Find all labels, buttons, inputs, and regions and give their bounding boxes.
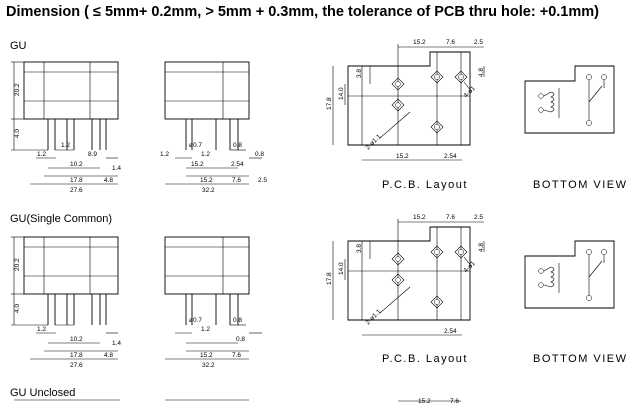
dim-front-pin-diameter: ø0.7 <box>189 142 202 149</box>
dim-pcb-4-8: 4.8 <box>478 68 485 77</box>
dim-pcb-hole-small: 2-ø1.1 <box>364 133 383 152</box>
dim-pcb-top-15-2: 15.2 <box>413 214 426 221</box>
front-view-drawing-1 <box>164 61 263 185</box>
dim-side-17-8: 17.8 <box>70 352 83 359</box>
dim-front-0-8a: 0.8 <box>233 317 242 324</box>
dim-pcb-top-7-6: 7.6 <box>446 39 455 46</box>
dim-side-10-2: 10.2 <box>70 161 83 168</box>
dim-pcb-17-8: 17.8 <box>326 272 333 285</box>
dim-side-height: 20.2 <box>14 83 21 96</box>
section-label-gu: GU <box>10 40 27 52</box>
dim-front-15-2b: 15.2 <box>200 352 213 359</box>
dim-side-1-4: 1.4 <box>112 340 121 347</box>
dim-front-15-2b: 15.2 <box>200 177 213 184</box>
dim-pcb-17-8: 17.8 <box>326 97 333 110</box>
dim-pcb-14-0: 14.0 <box>338 262 345 275</box>
dim-pcb-top-2-5: 2.5 <box>474 39 483 46</box>
dim-side-27-6: 27.6 <box>70 187 83 194</box>
dim-pcb-3-8: 3.8 <box>356 244 363 253</box>
dim-side-height: 20.2 <box>14 258 21 271</box>
dim-side-1-4: 1.4 <box>112 165 121 172</box>
pcb-layout-caption-2: P.C.B. Layout <box>382 353 468 365</box>
dim-side-17-8: 17.8 <box>70 177 83 184</box>
dim-side-pin-length: 4.0 <box>14 129 21 138</box>
dim-pcb-bottom-2-54: 2.54 <box>444 153 457 160</box>
dim-front-pin-diameter: ø0.7 <box>189 317 202 324</box>
dim-front-7-6: 7.6 <box>232 177 241 184</box>
bottom-view-caption-1: BOTTOM VIEW <box>533 179 628 191</box>
dim-pcb-top-7-6-row-3: 7.6 <box>450 398 459 404</box>
pcb-layout-caption-1: P.C.B. Layout <box>382 179 468 191</box>
dimension-labels-row-2: 20.2 4.0 1.2 10.2 1.4 17.8 4.8 27.6 ø0.7… <box>14 214 485 369</box>
pcb-layout-drawing-1 <box>332 43 485 161</box>
dim-side-27-6: 27.6 <box>70 362 83 369</box>
dim-pcb-top-7-6: 7.6 <box>446 214 455 221</box>
dim-pcb-top-15-2-row-3: 15.2 <box>418 398 431 404</box>
dim-front-0-8b: 0.8 <box>236 336 245 343</box>
dim-side-1-2b: 1.2 <box>61 142 70 149</box>
section-label-gu-unclosed: GU Unclosed <box>10 387 76 399</box>
dim-pcb-hole-small: 2-ø1.1 <box>364 308 383 327</box>
dim-pcb-top-15-2: 15.2 <box>413 39 426 46</box>
dim-front-1-2d: 1.2 <box>201 151 210 158</box>
dim-side-pin-length: 4.0 <box>14 304 21 313</box>
dim-side-8-9: 8.9 <box>88 151 97 158</box>
side-view-drawing-2 <box>10 236 119 360</box>
dim-front-0-8b: 0.8 <box>255 151 264 158</box>
dim-side-4-8: 4.8 <box>104 352 113 359</box>
dim-front-7-6: 7.6 <box>232 352 241 359</box>
dim-side-1-2a: 1.2 <box>37 326 46 333</box>
dim-pcb-top-2-5: 2.5 <box>474 214 483 221</box>
dim-front-15-2: 15.2 <box>191 161 204 168</box>
dim-front-1-2c: 1.2 <box>160 151 169 158</box>
dim-side-10-2: 10.2 <box>70 336 83 343</box>
dim-front-32-2: 32.2 <box>202 187 215 194</box>
dim-front-32-2: 32.2 <box>202 362 215 369</box>
dim-pcb-14-0: 14.0 <box>338 87 345 100</box>
dim-side-1-2a: 1.2 <box>37 151 46 158</box>
front-view-drawing-2 <box>164 236 263 360</box>
dim-front-1-2d: 1.2 <box>201 326 210 333</box>
dim-pcb-bottom-15-2: 15.2 <box>396 153 409 160</box>
bottom-view-drawing-2 <box>524 240 615 309</box>
dim-pcb-bottom-2-54: 2.54 <box>444 328 457 335</box>
dim-pcb-3-8: 3.8 <box>356 69 363 78</box>
dim-front-0-8a: 0.8 <box>233 142 242 149</box>
section-label-gu-single-common: GU(Single Common) <box>10 213 113 225</box>
dim-front-2-5: 2.5 <box>258 177 267 184</box>
page-heading: Dimension ( ≤ 5mm+ 0.2mm, > 5mm + 0.3mm,… <box>6 4 599 20</box>
dim-front-2-54: 2.54 <box>231 161 244 168</box>
side-view-drawing-1 <box>10 61 119 185</box>
dim-side-4-8: 4.8 <box>104 177 113 184</box>
pcb-layout-drawing-2 <box>332 218 485 336</box>
bottom-view-caption-2: BOTTOM VIEW <box>533 353 628 365</box>
bottom-view-drawing-1 <box>524 65 615 134</box>
dim-pcb-4-8: 4.8 <box>478 243 485 252</box>
